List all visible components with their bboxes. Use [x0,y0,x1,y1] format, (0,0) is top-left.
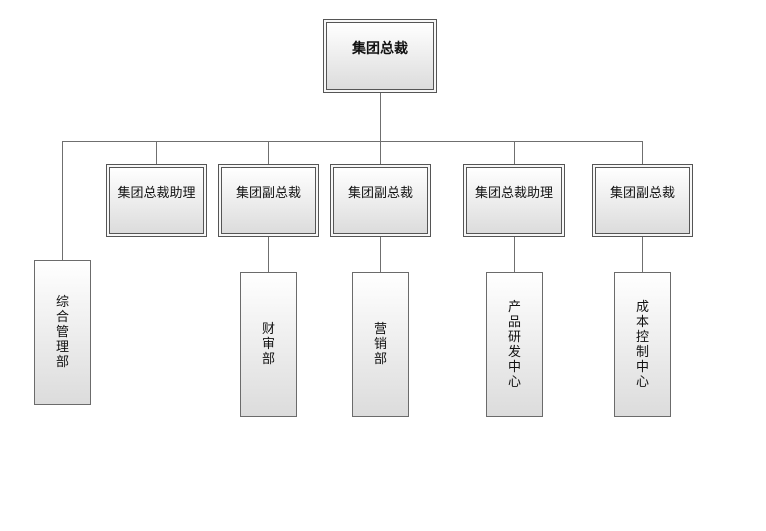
branch-bar [62,141,643,142]
branch-drop-4 [514,141,515,165]
department-node-2: 财审部 [240,272,297,417]
level1-node-3: 集团副总裁 [330,164,431,237]
sub-connector-5 [642,236,643,272]
level1-node-2-label: 集团副总裁 [235,186,301,201]
level1-node-5: 集团副总裁 [592,164,693,237]
branch-drop-1 [156,141,157,165]
root-node: 集团总裁 [323,19,437,93]
department-node-5: 成本控制中心 [614,272,671,417]
branch-drop-dept [62,141,63,261]
department-node-4: 产品研发中心 [486,272,543,417]
sub-connector-3 [380,236,381,272]
department-node-4-label: 产品研发中心 [507,299,521,390]
department-node-3-label: 营销部 [373,322,387,367]
level1-node-1-label: 集团总裁助理 [117,186,196,201]
department-node-5-label: 成本控制中心 [635,299,649,390]
level1-node-3-label: 集团副总裁 [347,186,413,201]
level1-node-5-label: 集团副总裁 [609,186,675,201]
branch-drop-3 [380,141,381,165]
department-node-1: 综合管理部 [34,260,91,405]
branch-drop-5 [642,141,643,165]
department-node-3: 营销部 [352,272,409,417]
department-node-1-label: 综合管理部 [55,295,69,370]
department-node-2-label: 财审部 [261,322,275,367]
level1-node-4-label: 集团总裁助理 [474,186,553,201]
level1-node-4: 集团总裁助理 [463,164,565,237]
root-connector [380,92,381,142]
level1-node-1: 集团总裁助理 [106,164,207,237]
level1-node-2: 集团副总裁 [218,164,319,237]
branch-drop-2 [268,141,269,165]
sub-connector-4 [514,236,515,272]
sub-connector-2 [268,236,269,272]
root-node-label: 集团总裁 [352,41,408,57]
